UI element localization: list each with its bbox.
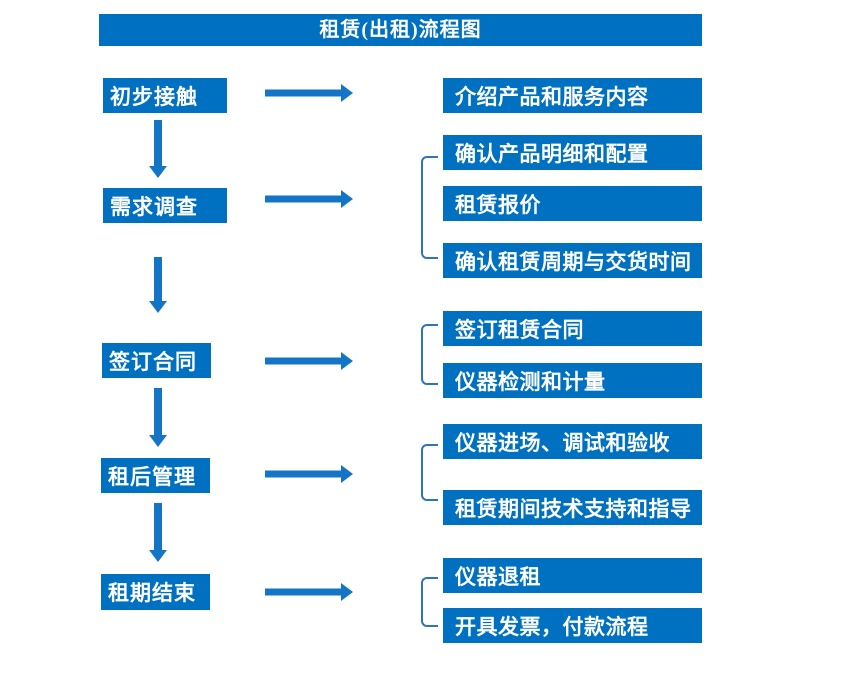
arrow-shaft <box>265 195 343 203</box>
group-bracket <box>421 444 438 501</box>
arrow-head <box>341 583 353 601</box>
arrow-head <box>149 435 167 447</box>
arrow-head <box>341 190 353 208</box>
arrow-shaft <box>154 388 162 437</box>
arrow-head <box>149 301 167 313</box>
output-box: 租赁期间技术支持和指导 <box>443 490 702 525</box>
arrow-shaft <box>265 357 343 365</box>
step-box-lease-end: 租期结束 <box>101 574 210 610</box>
step-box-demand-survey: 需求调查 <box>103 188 227 223</box>
arrow-shaft <box>265 588 343 596</box>
arrow-down-icon <box>148 503 168 562</box>
group-bracket <box>421 324 438 385</box>
arrow-down-icon <box>148 257 168 313</box>
step-box-post-rental-management: 租后管理 <box>101 458 210 493</box>
output-box: 介绍产品和服务内容 <box>443 78 702 113</box>
output-box: 确认产品明细和配置 <box>443 135 702 170</box>
arrow-shaft <box>154 120 162 168</box>
arrow-right-icon <box>265 189 353 209</box>
step-box-sign-contract: 签订合同 <box>102 343 211 378</box>
arrow-right-icon <box>265 351 353 371</box>
step-box-initial-contact: 初步接触 <box>103 78 227 113</box>
arrow-right-icon <box>265 582 353 602</box>
group-bracket <box>421 577 438 627</box>
output-box: 仪器进场、调试和验收 <box>443 424 702 459</box>
arrow-head <box>341 84 353 102</box>
output-box: 确认租赁周期与交货时间 <box>443 243 702 278</box>
diagram-title: 租赁(出租)流程图 <box>99 14 702 46</box>
arrow-head <box>149 166 167 178</box>
arrow-shaft <box>265 89 343 97</box>
output-box: 签订租赁合同 <box>443 311 702 346</box>
arrow-shaft <box>154 503 162 552</box>
output-box: 开具发票，付款流程 <box>443 608 702 643</box>
arrow-down-icon <box>148 388 168 447</box>
arrow-head <box>341 352 353 370</box>
output-box: 租赁报价 <box>443 186 702 221</box>
output-box: 仪器检测和计量 <box>443 363 702 398</box>
arrow-shaft <box>265 470 343 478</box>
arrow-head <box>341 465 353 483</box>
arrow-right-icon <box>265 83 353 103</box>
arrow-shaft <box>154 257 162 303</box>
arrow-right-icon <box>265 464 353 484</box>
group-bracket <box>421 156 438 259</box>
output-box: 仪器退租 <box>443 558 702 593</box>
arrow-head <box>149 550 167 562</box>
arrow-down-icon <box>148 120 168 178</box>
